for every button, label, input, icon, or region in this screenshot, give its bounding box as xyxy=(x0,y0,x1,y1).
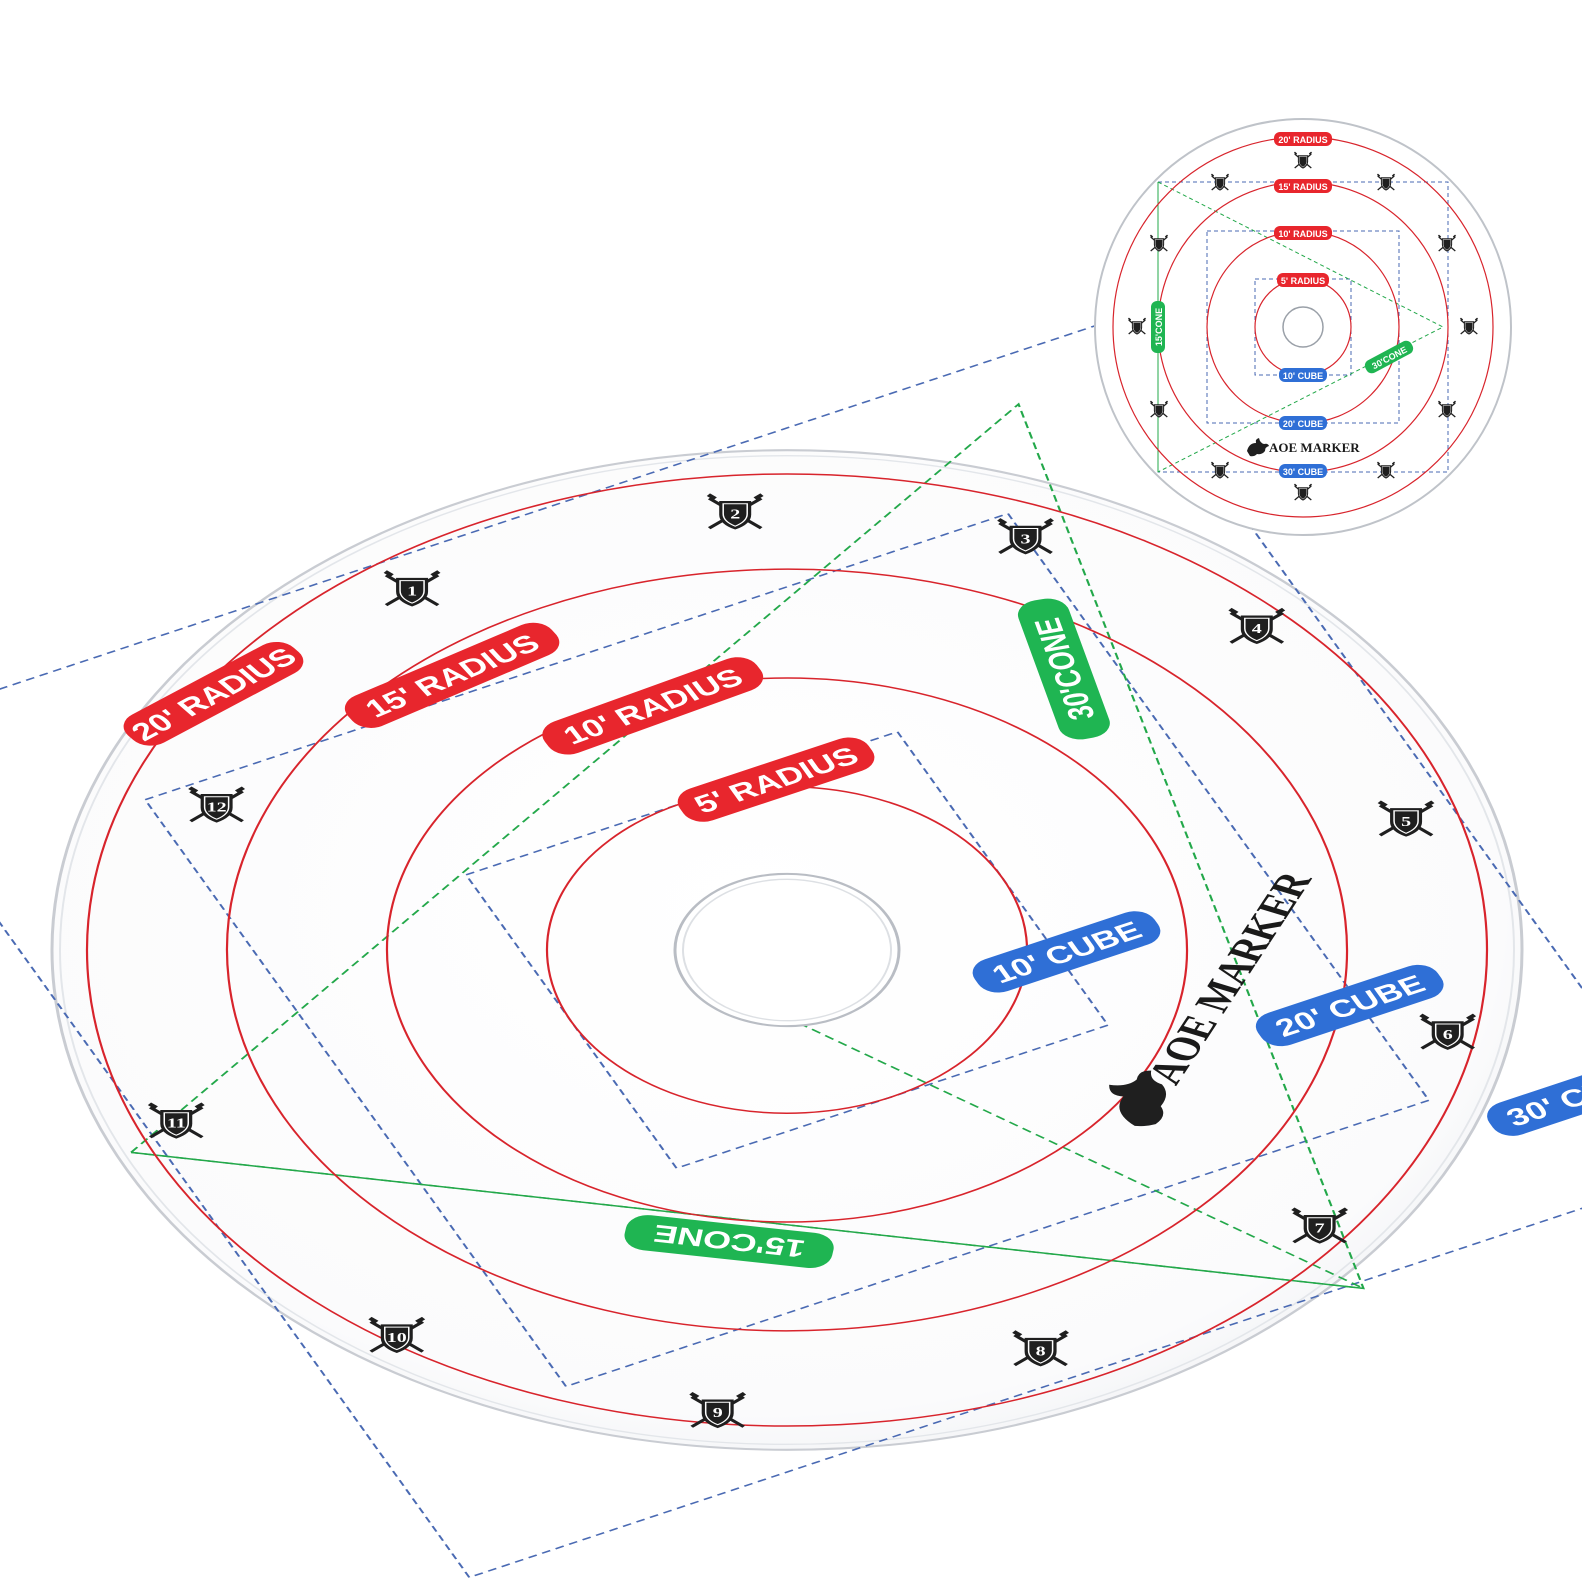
marker-10: 10 xyxy=(366,1314,428,1355)
center-hole-inner xyxy=(682,878,892,1022)
svg-text:11: 11 xyxy=(167,1116,186,1131)
marker-1: 1 xyxy=(381,568,443,609)
svg-text:1: 1 xyxy=(407,584,417,599)
svg-text:5' RADIUS: 5' RADIUS xyxy=(1281,276,1325,286)
inset-brand-name: AOE MARKER xyxy=(1269,440,1360,455)
svg-text:15'CONE: 15'CONE xyxy=(1154,308,1164,346)
inset-radius-label-5: 5' RADIUS xyxy=(1277,273,1329,287)
center-hole xyxy=(673,872,901,1028)
svg-text:7: 7 xyxy=(1315,1221,1326,1236)
marker-2: 2 xyxy=(704,491,766,532)
marker-5: 5 xyxy=(1375,798,1437,839)
svg-text:5: 5 xyxy=(1401,814,1411,829)
svg-text:3: 3 xyxy=(1021,532,1031,547)
svg-text:15' RADIUS: 15' RADIUS xyxy=(1278,182,1327,192)
svg-text:20' CUBE: 20' CUBE xyxy=(1283,419,1323,429)
dragon-logo-icon xyxy=(1109,1070,1167,1127)
svg-text:2: 2 xyxy=(730,507,740,522)
svg-text:6: 6 xyxy=(1443,1027,1454,1042)
inset-cone-label-15: 15'CONE xyxy=(1151,301,1165,353)
inset-cube-label-10: 10' CUBE xyxy=(1279,368,1327,382)
inset-center-hole xyxy=(1282,306,1324,348)
marker-3: 3 xyxy=(995,516,1056,557)
inset-brand-logo: AOE MARKER xyxy=(1247,438,1360,457)
marker-4: 4 xyxy=(1226,605,1288,647)
svg-text:8: 8 xyxy=(1036,1344,1046,1359)
svg-text:10: 10 xyxy=(387,1330,407,1345)
ring-15 xyxy=(225,568,1349,1332)
cone-30-inner xyxy=(758,1003,1365,1290)
svg-text:10' CUBE: 10' CUBE xyxy=(1283,371,1323,381)
inset-disc: 20' RADIUS 15' RADIUS 10' RADIUS 5' RADI… xyxy=(1094,118,1512,536)
inset-radius-label-15: 15' RADIUS xyxy=(1274,179,1332,193)
marker-6: 6 xyxy=(1417,1011,1479,1052)
svg-text:30' CUBE: 30' CUBE xyxy=(1283,467,1323,477)
inset-dragon-logo-icon xyxy=(1247,438,1269,457)
svg-text:20' RADIUS: 20' RADIUS xyxy=(1278,135,1327,145)
svg-text:12: 12 xyxy=(207,800,227,815)
svg-text:10' RADIUS: 10' RADIUS xyxy=(1278,229,1327,239)
inset-radius-label-20: 20' RADIUS xyxy=(1274,132,1332,146)
marker-7: 7 xyxy=(1289,1205,1351,1246)
inset-radius-label-10: 10' RADIUS xyxy=(1274,226,1332,240)
svg-text:4: 4 xyxy=(1252,621,1263,636)
ring-20 xyxy=(85,473,1489,1427)
marker-11: 11 xyxy=(145,1100,207,1141)
main-disc: 20' RADIUS 15' RADIUS 10' RADIUS 5' RADI… xyxy=(0,321,1582,1579)
svg-text:9: 9 xyxy=(713,1405,723,1420)
marker-8: 8 xyxy=(1010,1328,1072,1369)
svg-text:30' CUBE: 30' CUBE xyxy=(1500,1059,1582,1132)
markers: 1 2 3 4 5 6 7 8 9 10 11 12 xyxy=(145,491,1479,1431)
inset-cube-label-30: 30' CUBE xyxy=(1279,464,1327,478)
disc-edge-highlight xyxy=(59,454,1515,1446)
marker-9: 9 xyxy=(687,1389,749,1431)
inset-cube-label-20: 20' CUBE xyxy=(1279,416,1327,430)
marker-12: 12 xyxy=(186,784,248,825)
